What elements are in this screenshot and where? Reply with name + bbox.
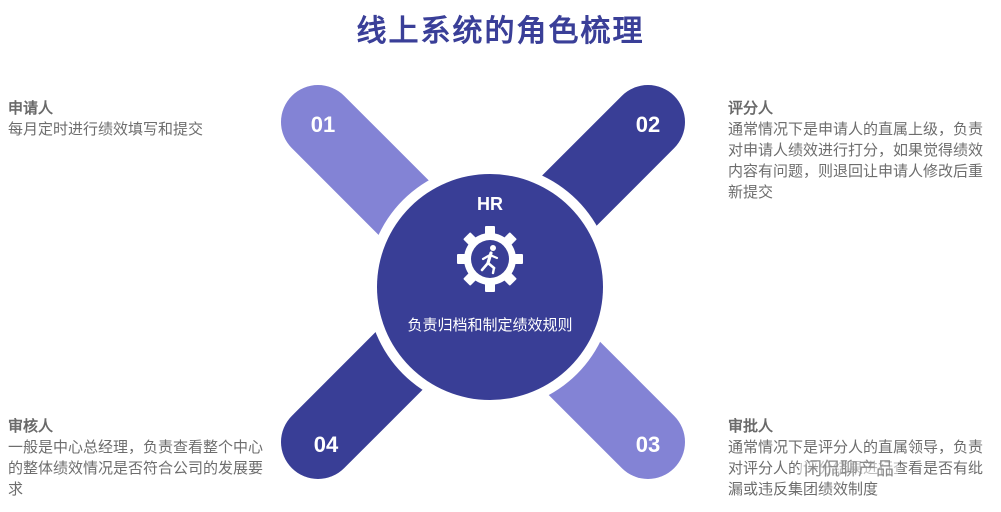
role-reviewer: 审核人 一般是中心总经理，负责查看整个中心的整体绩效情况是否符合公司的发展要求 <box>8 416 270 500</box>
arm-02-number: 02 <box>636 112 660 137</box>
page-title: 线上系统的角色梳理 <box>356 14 645 49</box>
arm-03-number: 03 <box>636 432 660 457</box>
watermark: 闲侃聊产品 <box>800 455 898 481</box>
arm-01-number: 01 <box>311 112 335 137</box>
hub: HR <box>367 164 613 410</box>
role-reviewer-name: 审核人 <box>8 417 54 435</box>
role-applicant-desc: 每月定时进行绩效填写和提交 <box>8 120 204 138</box>
role-scorer: 评分人 通常情况下是申请人的直属上级，负责对申请人绩效进行打分，如果觉得绩效内容… <box>728 98 993 203</box>
role-scorer-name: 评分人 <box>728 99 774 117</box>
hub-title: HR <box>477 194 503 214</box>
gear-runner-icon <box>457 226 523 292</box>
role-reviewer-desc: 一般是中心总经理，负责查看整个中心的整体绩效情况是否符合公司的发展要求 <box>8 438 264 498</box>
role-applicant: 申请人 每月定时进行绩效填写和提交 <box>8 98 253 140</box>
arm-04-number: 04 <box>314 432 339 457</box>
hub-desc: 负责归档和制定绩效规则 <box>407 316 572 334</box>
role-approver-name: 审批人 <box>728 417 774 435</box>
role-scorer-desc: 通常情况下是申请人的直属上级，负责对申请人绩效进行打分，如果觉得绩效内容有问题，… <box>728 120 984 201</box>
role-applicant-name: 申请人 <box>8 99 54 117</box>
